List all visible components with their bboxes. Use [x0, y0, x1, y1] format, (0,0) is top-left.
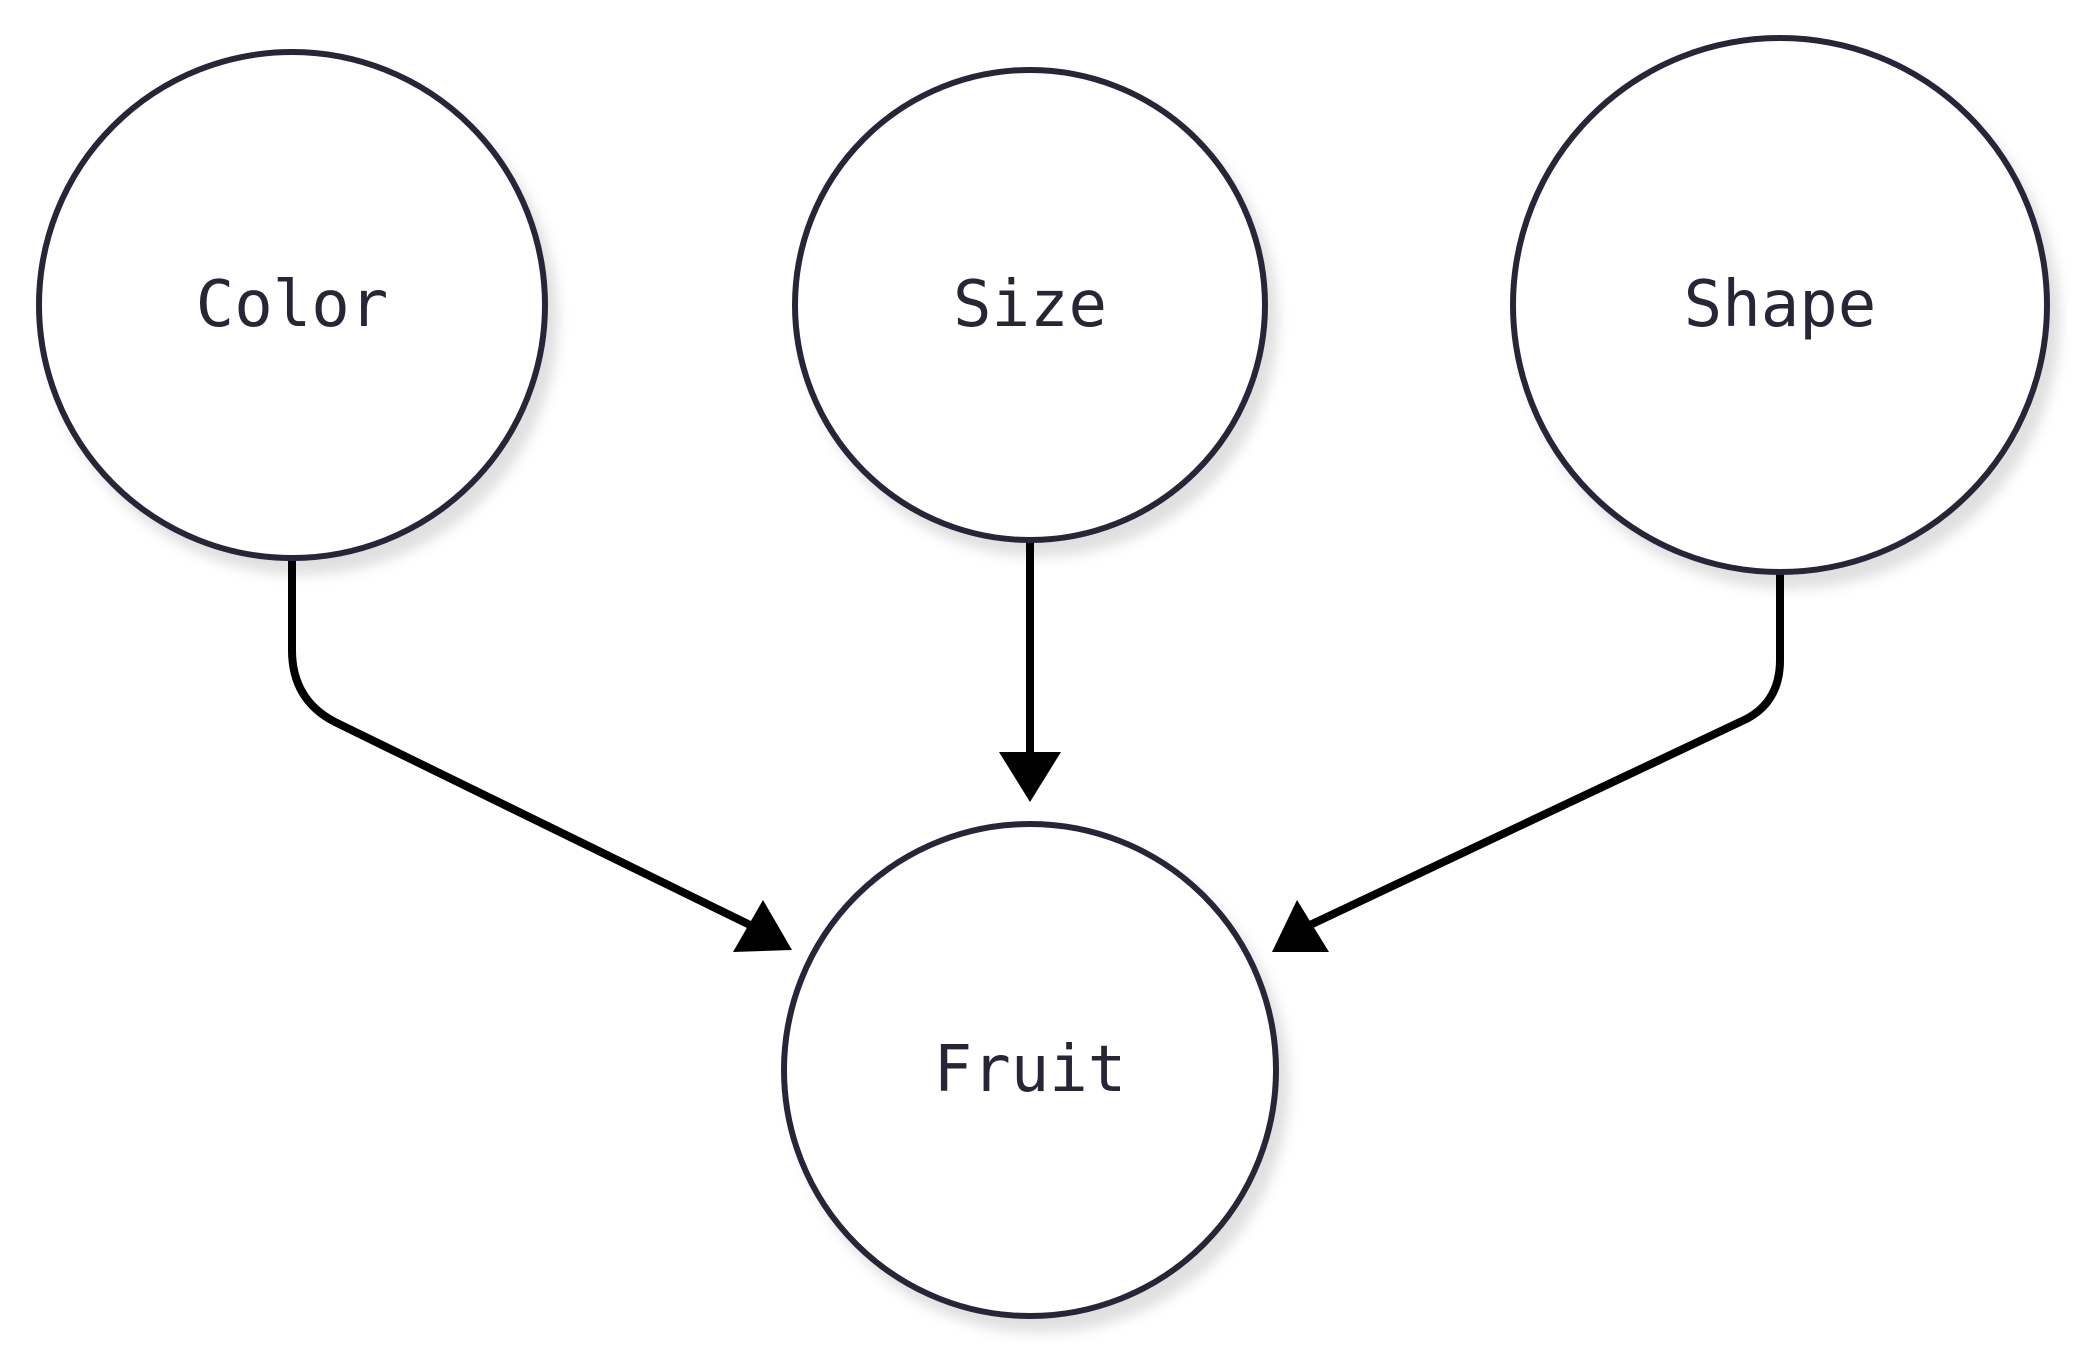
edge-size-to-fruit	[999, 540, 1061, 802]
node-label: Size	[953, 268, 1107, 342]
edge-line	[288, 560, 752, 929]
node-label: Color	[196, 268, 389, 342]
node-circle	[36, 49, 548, 561]
edge-line	[1308, 572, 1784, 929]
node-size[interactable]: Size	[792, 67, 1268, 543]
edge-shape-to-fruit	[1272, 572, 1784, 952]
node-circle	[792, 67, 1268, 543]
arrowhead	[1272, 900, 1329, 952]
node-color[interactable]: Color	[36, 49, 548, 561]
node-label: Fruit	[934, 1033, 1127, 1107]
arrowhead	[999, 752, 1061, 802]
node-shape[interactable]: Shape	[1510, 35, 2050, 575]
node-fruit[interactable]: Fruit	[781, 821, 1279, 1319]
node-circle	[781, 821, 1279, 1319]
node-circle	[1510, 35, 2050, 575]
node-label: Shape	[1684, 268, 1877, 342]
edge-color-to-fruit	[288, 560, 792, 952]
arrowhead	[733, 900, 792, 952]
